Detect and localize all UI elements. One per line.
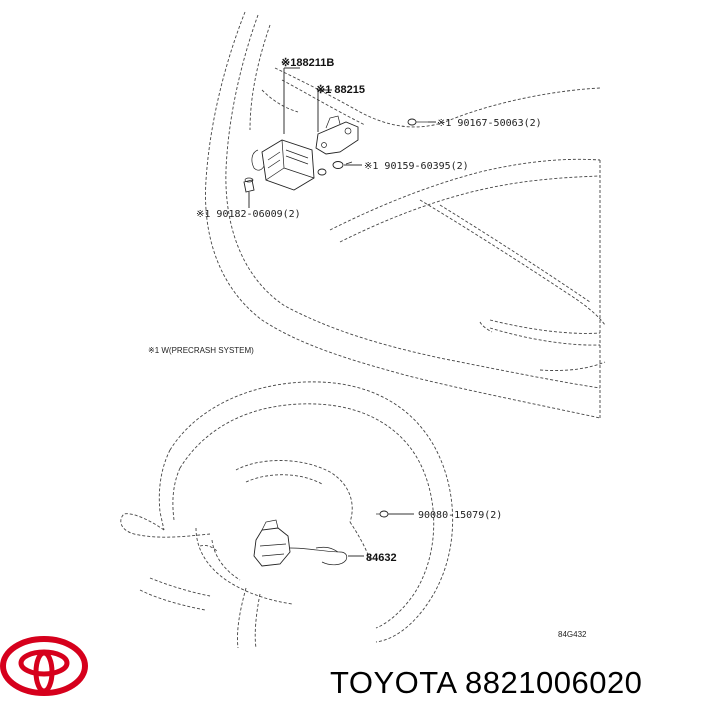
callout-clip: ※1 90182-06009(2) bbox=[196, 209, 301, 220]
toyota-logo-icon bbox=[0, 636, 88, 696]
brand-part-number: TOYOTA 8821006020 bbox=[330, 665, 642, 701]
brand-name: TOYOTA bbox=[330, 665, 456, 700]
callout-cable: 84632 bbox=[366, 552, 397, 564]
part-number: 8821006020 bbox=[465, 665, 643, 700]
leader-lines-upper bbox=[248, 67, 436, 208]
steering-wheel-outline bbox=[120, 381, 454, 649]
callout-bracket: ※1 88215 bbox=[316, 84, 365, 96]
leader-lines-lower bbox=[348, 513, 414, 557]
radar-sensor-assembly bbox=[243, 115, 428, 193]
spiral-cable-part bbox=[253, 510, 389, 567]
callout-nut: ※1 90159-60395(2) bbox=[364, 161, 469, 172]
system-note: ※1 W(PRECRASH SYSTEM) bbox=[148, 346, 254, 355]
figure-code: 84G432 bbox=[558, 630, 587, 639]
callout-sensor-assy: ※188211B bbox=[281, 57, 334, 69]
callout-screw-wheel: 90080-15079(2) bbox=[418, 510, 502, 521]
callout-bolt-top: ※1 90167-50063(2) bbox=[437, 118, 542, 129]
